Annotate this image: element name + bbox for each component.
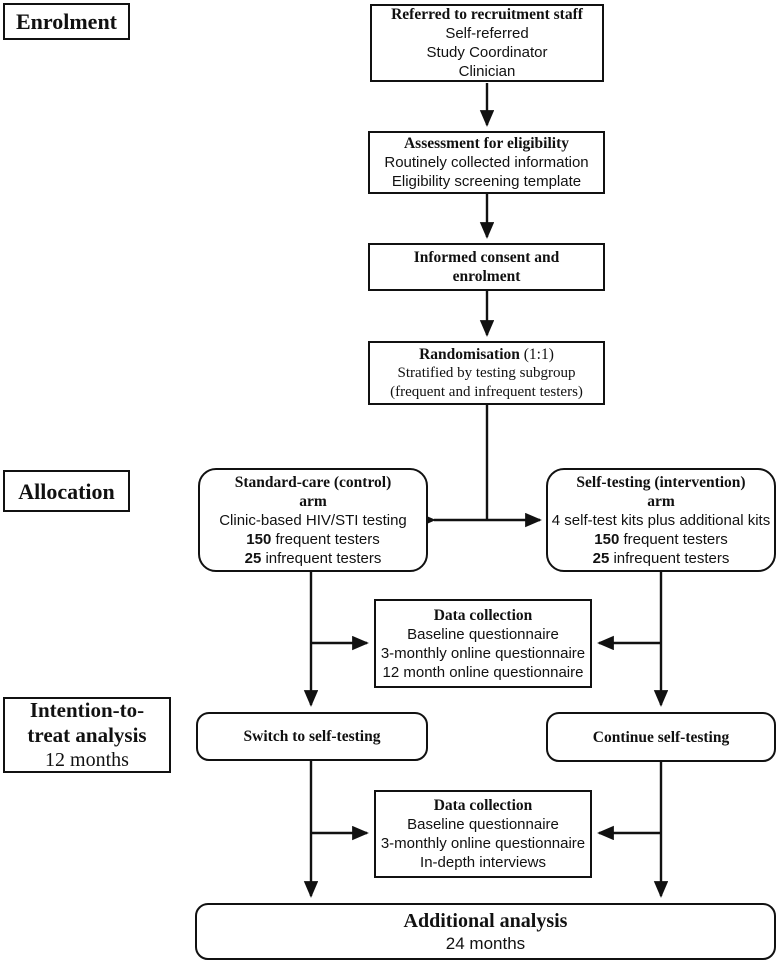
randomisation-title: Randomisation (1:1) xyxy=(419,345,554,364)
intervention-arm-title-1: Self-testing (intervention) xyxy=(576,473,746,491)
intervention-arm-title-2: arm xyxy=(647,492,675,510)
randomisation-line-2: (frequent and infrequent testers) xyxy=(390,383,583,400)
data-collection-2-line-3: In-depth interviews xyxy=(420,854,546,871)
intervention-arm-count-2-number: 25 xyxy=(592,549,610,567)
referred-line-2: Study Coordinator xyxy=(426,44,548,61)
data-collection-2-line-2: 3-monthly online questionnaire xyxy=(380,835,586,852)
stage-label-allocation-text: Allocation xyxy=(18,478,115,504)
control-arm-count-2-text: infrequent testers xyxy=(261,549,382,567)
referred-title: Referred to recruitment staff xyxy=(391,6,583,23)
data-collection-1-line-1: Baseline questionnaire xyxy=(407,625,559,643)
intervention-arm-count-1: 150 frequent testers xyxy=(594,530,727,549)
intervention-arm-count-2-text: infrequent testers xyxy=(609,549,730,567)
randomisation-line-1: Stratified by testing subgroup xyxy=(397,364,576,381)
intervention-arm-count-1-text: frequent testers xyxy=(619,530,728,548)
data-collection-2-title: Data collection xyxy=(433,797,533,814)
referred-line-3: Clinician xyxy=(458,63,516,80)
continue-title: Continue self-testing xyxy=(592,728,730,746)
stage-label-itt-line2: treat analysis xyxy=(27,722,147,747)
consent-title: Informed consent and enrolment xyxy=(413,249,560,285)
data-collection-1-line-2: 3-monthly online questionnaire xyxy=(380,644,586,662)
data-collection-1-box: Data collection Baseline questionnaire 3… xyxy=(374,599,592,688)
intervention-arm-box: Self-testing (intervention) arm 4 self-t… xyxy=(546,468,776,572)
switch-title: Switch to self-testing xyxy=(243,728,381,745)
referred-line-1: Self-referred xyxy=(445,25,529,42)
control-arm-count-2: 25 infrequent testers xyxy=(245,549,382,568)
control-arm-box: Standard-care (control) arm Clinic-based… xyxy=(198,468,428,572)
intervention-arm-line-1: 4 self-test kits plus additional kits xyxy=(551,511,771,529)
data-collection-1-line-3: 12 month online questionnaire xyxy=(382,663,584,681)
additional-analysis-months: 24 months xyxy=(445,933,526,953)
stage-label-allocation: Allocation xyxy=(3,470,130,512)
referred-box: Referred to recruitment staff Self-refer… xyxy=(370,4,604,82)
control-arm-count-1: 150 frequent testers xyxy=(246,530,379,549)
switch-box: Switch to self-testing xyxy=(196,712,428,761)
assessment-line-2: Eligibility screening template xyxy=(391,173,582,190)
continue-box: Continue self-testing xyxy=(546,712,776,762)
data-collection-2-line-1: Baseline questionnaire xyxy=(407,816,559,833)
control-arm-count-1-number: 150 xyxy=(246,530,272,548)
data-collection-2-box: Data collection Baseline questionnaire 3… xyxy=(374,790,592,878)
additional-analysis-box: Additional analysis 24 months xyxy=(195,903,776,960)
stage-label-itt: Intention-to- treat analysis 12 months xyxy=(3,697,171,773)
assessment-line-1: Routinely collected information xyxy=(384,154,589,171)
control-arm-title-1: Standard-care (control) xyxy=(234,473,392,491)
randomisation-title-rest: (1:1) xyxy=(519,345,554,363)
control-arm-title-2: arm xyxy=(299,492,327,510)
stage-label-enrolment-text: Enrolment xyxy=(15,9,118,34)
data-collection-1-title: Data collection xyxy=(433,606,533,624)
control-arm-count-1-text: frequent testers xyxy=(271,530,380,548)
randomisation-box: Randomisation (1:1) Stratified by testin… xyxy=(368,341,605,405)
intervention-arm-count-1-number: 150 xyxy=(594,530,620,548)
intervention-arm-count-2: 25 infrequent testers xyxy=(593,549,730,568)
assessment-title: Assessment for eligibility xyxy=(403,135,570,152)
stage-label-itt-line1: Intention-to- xyxy=(29,697,145,722)
assessment-box: Assessment for eligibility Routinely col… xyxy=(368,131,605,194)
randomisation-title-bold: Randomisation xyxy=(419,345,520,363)
stage-label-enrolment: Enrolment xyxy=(3,3,130,40)
stage-label-itt-months: 12 months xyxy=(45,748,129,771)
additional-analysis-title: Additional analysis xyxy=(403,909,568,932)
consent-box: Informed consent and enrolment xyxy=(368,243,605,291)
control-arm-line-1: Clinic-based HIV/STI testing xyxy=(219,511,407,529)
control-arm-count-2-number: 25 xyxy=(244,549,262,567)
